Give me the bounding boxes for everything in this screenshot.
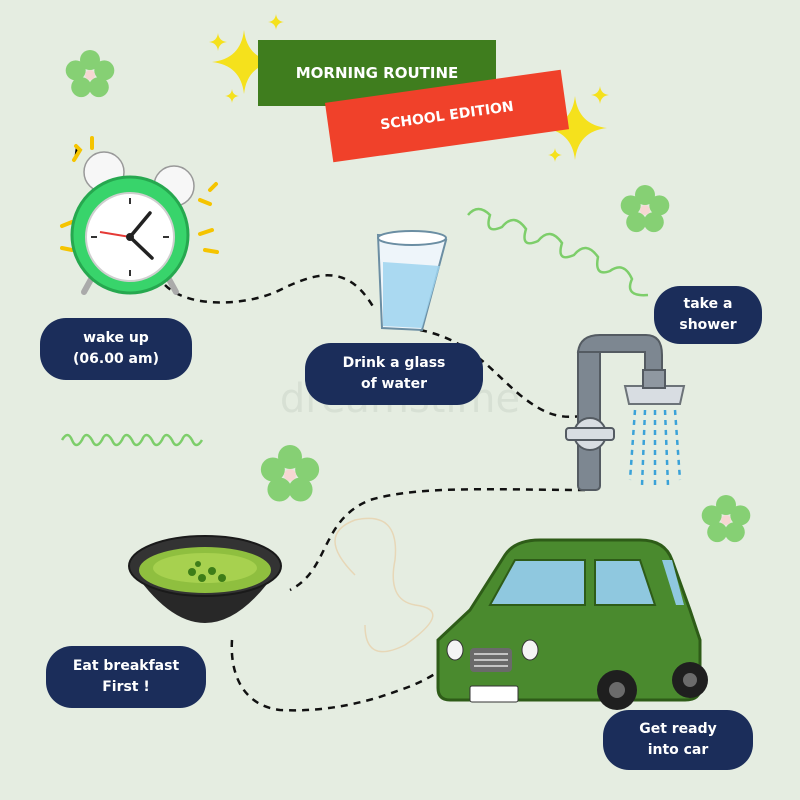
step-text-line: wake up [83, 330, 149, 346]
step-text-line: into car [647, 742, 709, 758]
sparkle-icon [548, 148, 562, 162]
step-label-wake-up: wake up (06.00 am) [40, 318, 192, 380]
squiggle-decoration [467, 207, 649, 297]
step-text-line: (06.00 am) [73, 351, 159, 367]
alarm-clock-icon [60, 136, 219, 295]
flower-decoration-icon [260, 445, 320, 502]
step-text-line: shower [679, 317, 737, 333]
step-text-line: First ! [102, 679, 150, 695]
step-text-line: Get ready [639, 721, 717, 737]
water-glass-icon [376, 230, 448, 332]
route-path [289, 487, 586, 592]
step-text-line: Drink a glass [342, 355, 446, 371]
sparkle-icon [209, 33, 227, 51]
shower-icon [565, 334, 686, 491]
sparkle-icon [591, 86, 609, 104]
step-label-breakfast: Eat breakfast First ! [46, 646, 206, 708]
squiggle-decoration [60, 433, 204, 447]
car-icon [436, 538, 708, 710]
flower-decoration-icon [65, 50, 115, 98]
flower-decoration-icon [620, 185, 670, 233]
sparkle-icon [225, 89, 239, 103]
breakfast-bowl-icon [128, 535, 282, 623]
route-path [164, 274, 377, 311]
step-label-drink-water: Drink a glass of water [305, 343, 483, 405]
page-subtitle: SCHOOL EDITION [379, 98, 515, 134]
thread-decoration [334, 517, 434, 653]
route-path [230, 639, 466, 712]
step-text-line: of water [360, 376, 428, 392]
step-text-line: take a [683, 296, 733, 312]
sparkle-icon [268, 14, 284, 30]
step-label-car: Get ready into car [603, 710, 753, 770]
route-path [419, 328, 589, 419]
step-text-line: Eat breakfast [72, 658, 180, 674]
step-label-shower: take a shower [654, 286, 762, 344]
flower-decoration-icon [701, 495, 751, 543]
page-title: MORNING ROUTINE [295, 64, 459, 82]
